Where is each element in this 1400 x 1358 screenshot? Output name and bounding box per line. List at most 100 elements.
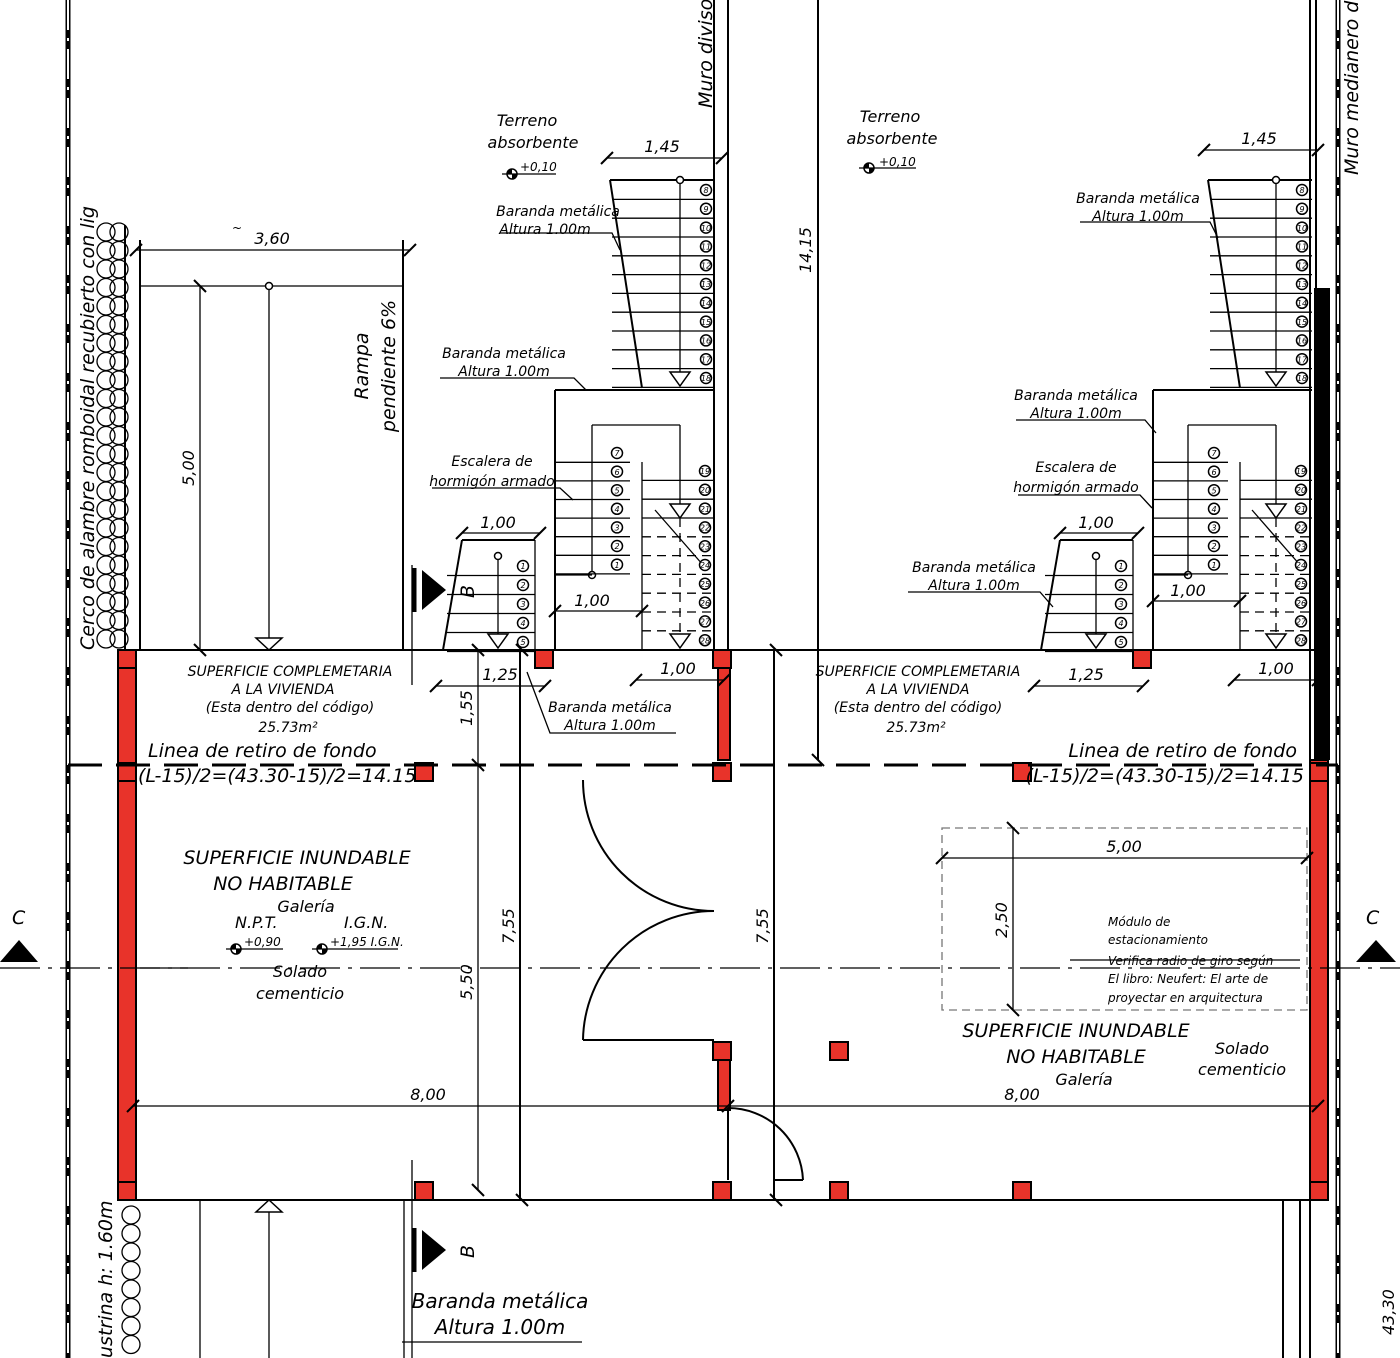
- baranda-3-l2: Altura 1.00m: [563, 718, 655, 734]
- ign-level: +1,95 I.G.N.: [330, 935, 404, 949]
- terreno-left-l2: absorbente: [488, 133, 579, 152]
- dimension-tick: [1146, 594, 1160, 608]
- step-number-circle: [1294, 502, 1308, 515]
- escalera-left-l2: hormigón armado: [429, 474, 555, 490]
- hedge-circles: [96, 222, 129, 649]
- dimension-tick: [126, 1099, 140, 1113]
- dim-800-right: 8,00: [1004, 1085, 1040, 1104]
- step-number-circle: [698, 558, 712, 572]
- step-number-circle: [1295, 221, 1309, 234]
- dimension-tick: [635, 604, 649, 618]
- dimension-tick: [533, 526, 547, 540]
- solado-right-l1: Solado: [1215, 1039, 1269, 1058]
- dimension-tick: [548, 604, 562, 618]
- step-number: 3: [1211, 524, 1216, 533]
- step-number: 3: [614, 524, 619, 533]
- dim-360: 3,60: [254, 229, 290, 248]
- dim-145-left: 1,45: [644, 137, 680, 156]
- baranda-1-l1: Baranda metálica: [496, 204, 620, 220]
- dim-100-c: 1,00: [574, 591, 610, 610]
- step-number-circle: [698, 615, 712, 628]
- dim-755-right: 7,55: [753, 908, 772, 944]
- terreno-right-l1: Terreno: [860, 107, 921, 126]
- step-number: 18: [1297, 374, 1307, 383]
- galeria-left: Galería: [277, 897, 334, 916]
- step-number-circle: [699, 371, 713, 385]
- step-number-circle: [1294, 539, 1308, 553]
- step-number-circle: [1295, 258, 1309, 272]
- step-number-circle: [610, 465, 624, 478]
- dimension-tick: [1311, 1099, 1325, 1113]
- dimension-tick: [455, 526, 469, 540]
- step-number-circle: [1294, 558, 1308, 572]
- dimension-tick: [1053, 526, 1067, 540]
- sup-comp-right-l3: (Esta dentro del código): [834, 700, 1003, 716]
- npt-label: N.P.T.: [235, 913, 278, 932]
- step-number: 21: [700, 505, 710, 514]
- hedge-circle: [121, 1316, 141, 1336]
- modulo-l1: Módulo de: [1108, 915, 1170, 929]
- medianero-wall-strip: [1314, 288, 1330, 760]
- step-number-circle: [1294, 596, 1308, 609]
- step-number-circle: [1207, 558, 1221, 571]
- step-number-circle: [610, 539, 624, 553]
- baranda-bottom-l2: Altura 1.00m: [433, 1315, 566, 1339]
- step-number-circle: [698, 596, 712, 609]
- step-number-circle: [698, 502, 712, 515]
- sup-comp-left-l1: SUPERFICIE COMPLEMETARIA: [188, 664, 393, 680]
- step-number-circle: [1114, 635, 1128, 649]
- muro-medianero-label: Muro medianero de: [1341, 0, 1363, 175]
- dimension-tick: [471, 643, 485, 657]
- terreno-left-level: +0,10: [520, 160, 557, 174]
- step-number: 2: [1211, 542, 1216, 551]
- dimension-tick: [1131, 526, 1145, 540]
- step-number: 23: [700, 542, 710, 551]
- step-number: 1: [614, 561, 619, 570]
- step-number: 4: [1118, 619, 1123, 628]
- step-number-circle: [698, 539, 712, 553]
- step-number: 12: [701, 261, 711, 270]
- step-number-circle: [699, 221, 713, 234]
- dimension-lines: [133, 149, 1318, 1358]
- modulo-l4: El libro: Neufert: El arte de: [1108, 972, 1268, 986]
- structural-columns: [117, 649, 1329, 1201]
- step-number-circle: [1207, 521, 1221, 534]
- leader-lines: [402, 221, 1300, 1343]
- step-number-circle: [699, 240, 713, 253]
- step-number-circle: [699, 334, 713, 347]
- dim-800-left: 8,00: [410, 1085, 446, 1104]
- step-number: 9: [703, 205, 708, 214]
- step-number: 10: [701, 224, 711, 233]
- step-number: 5: [520, 638, 525, 647]
- escalera-right-l1: Escalera de: [1035, 460, 1116, 476]
- step-number: 7: [614, 449, 620, 458]
- step-number: 15: [701, 318, 711, 327]
- step-number: 5: [1118, 638, 1123, 647]
- section-c-left-letter: C: [12, 907, 26, 929]
- step-number-circle: [1294, 521, 1308, 534]
- step-number-circle: [1295, 352, 1309, 366]
- terreno-right-level: +0,10: [879, 155, 916, 169]
- dimension-tick: [629, 673, 643, 687]
- step-number: 11: [701, 243, 711, 252]
- step-number-circle: [1114, 616, 1128, 630]
- section-marker-b-bottom: [411, 1228, 446, 1272]
- step-number-circle: [610, 483, 624, 497]
- retiro-left-l1: Linea de retiro de fondo: [148, 740, 377, 762]
- solado-left-l2: cementicio: [256, 984, 344, 1003]
- step-number: 26: [1296, 599, 1306, 608]
- baranda-3-l1: Baranda metálica: [548, 700, 672, 716]
- section-b-top-letter: B: [457, 585, 479, 598]
- sup-comp-left-l2: A LA VIVIENDA: [231, 682, 335, 698]
- step-number: 15: [1297, 318, 1307, 327]
- hedge-circle: [121, 1334, 141, 1355]
- step-number-circle: [698, 464, 712, 478]
- baranda-2-l2: Altura 1.00m: [457, 364, 549, 380]
- terreno-left-l1: Terreno: [497, 111, 558, 130]
- step-number-circle: [1114, 559, 1128, 573]
- step-number-circle: [1207, 483, 1221, 497]
- step-number: 22: [700, 524, 710, 533]
- npt-level: +0,90: [244, 935, 281, 949]
